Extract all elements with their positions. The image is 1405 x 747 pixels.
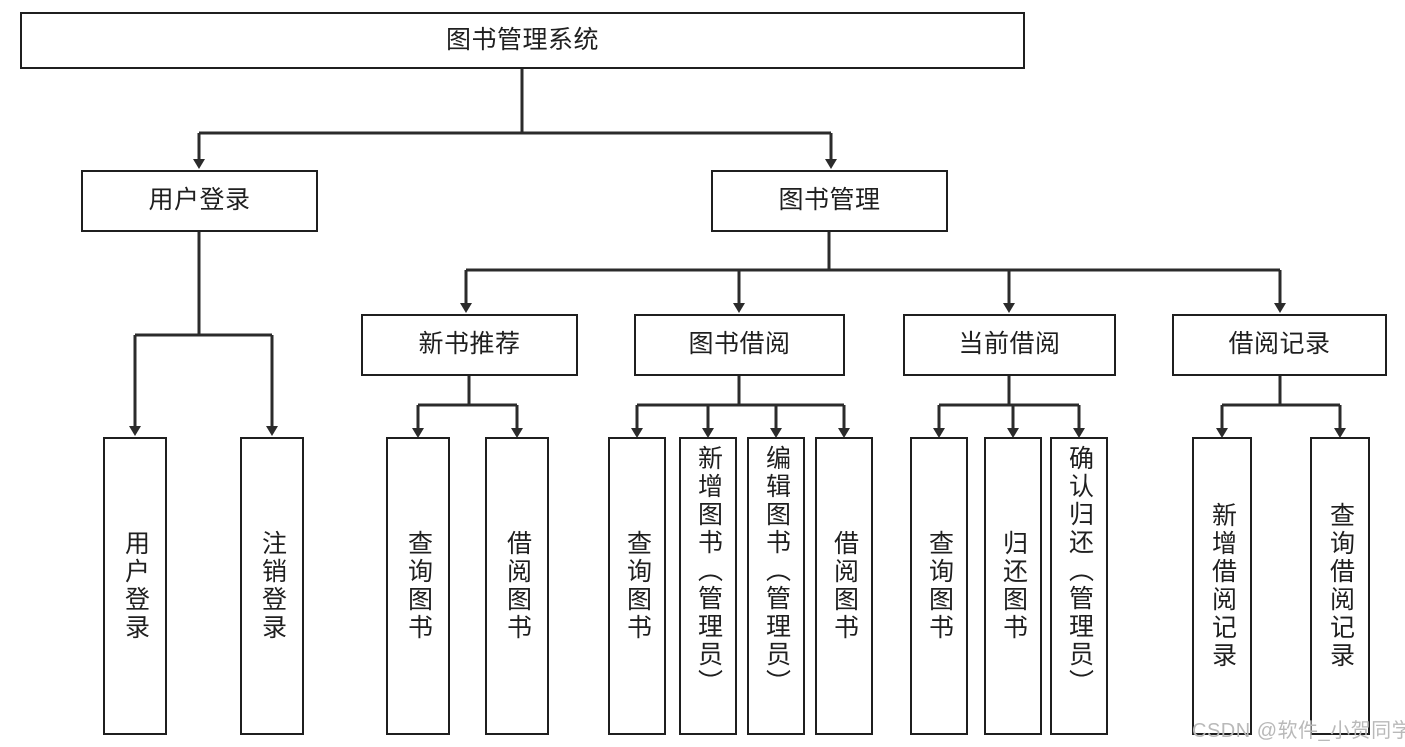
leaf-return-book[interactable]: 归还图书 — [984, 437, 1042, 735]
leaf-add-book-admin[interactable]: 新增图书（管理员） — [679, 437, 737, 735]
leaf-query-book-rec-label: 查询图书 — [404, 530, 433, 642]
node-book-borrow[interactable]: 图书借阅 — [634, 314, 845, 376]
leaf-borrow-book[interactable]: 借阅图书 — [815, 437, 873, 735]
node-root[interactable]: 图书管理系统 — [20, 12, 1025, 69]
node-root-label: 图书管理系统 — [445, 25, 599, 54]
leaf-logout-label: 注销登录 — [258, 530, 287, 642]
leaf-confirm-return-admin-label: 确认归还（管理员） — [1065, 445, 1094, 697]
leaf-query-borrow-record-label: 查询借阅记录 — [1326, 502, 1355, 670]
leaf-query-book-cur[interactable]: 查询图书 — [910, 437, 968, 735]
leaf-logout[interactable]: 注销登录 — [240, 437, 304, 735]
leaf-edit-book-admin-label: 编辑图书（管理员） — [762, 445, 791, 697]
leaf-query-book[interactable]: 查询图书 — [608, 437, 666, 735]
leaf-edit-book-admin[interactable]: 编辑图书（管理员） — [747, 437, 805, 735]
leaf-query-book-cur-label: 查询图书 — [925, 530, 954, 642]
node-book-borrow-label: 图书借阅 — [688, 330, 791, 359]
node-new-book-recommend[interactable]: 新书推荐 — [361, 314, 578, 376]
node-current-borrow[interactable]: 当前借阅 — [903, 314, 1116, 376]
leaf-borrow-book-rec[interactable]: 借阅图书 — [485, 437, 549, 735]
leaf-add-borrow-record-label: 新增借阅记录 — [1208, 502, 1237, 670]
node-book-manage-label: 图书管理 — [778, 186, 881, 215]
leaf-confirm-return-admin[interactable]: 确认归还（管理员） — [1050, 437, 1108, 735]
node-current-borrow-label: 当前借阅 — [958, 330, 1061, 359]
leaf-return-book-label: 归还图书 — [999, 530, 1028, 642]
csdn-watermark: CSDN @软件_小贺同学 — [1192, 720, 1405, 742]
leaf-add-book-admin-label: 新增图书（管理员） — [694, 445, 723, 697]
leaf-borrow-book-label: 借阅图书 — [830, 530, 859, 642]
leaf-add-borrow-record[interactable]: 新增借阅记录 — [1192, 437, 1252, 735]
node-book-manage[interactable]: 图书管理 — [711, 170, 948, 232]
node-new-book-recommend-label: 新书推荐 — [418, 330, 521, 359]
leaf-query-book-label: 查询图书 — [623, 530, 652, 642]
node-user-login[interactable]: 用户登录 — [81, 170, 318, 232]
node-borrow-record-label: 借阅记录 — [1228, 330, 1331, 359]
leaf-query-borrow-record[interactable]: 查询借阅记录 — [1310, 437, 1370, 735]
leaf-user-login-label: 用户登录 — [121, 530, 150, 642]
leaf-user-login[interactable]: 用户登录 — [103, 437, 167, 735]
node-borrow-record[interactable]: 借阅记录 — [1172, 314, 1387, 376]
leaf-borrow-book-rec-label: 借阅图书 — [503, 530, 532, 642]
leaf-query-book-rec[interactable]: 查询图书 — [386, 437, 450, 735]
node-user-login-label: 用户登录 — [148, 186, 251, 215]
